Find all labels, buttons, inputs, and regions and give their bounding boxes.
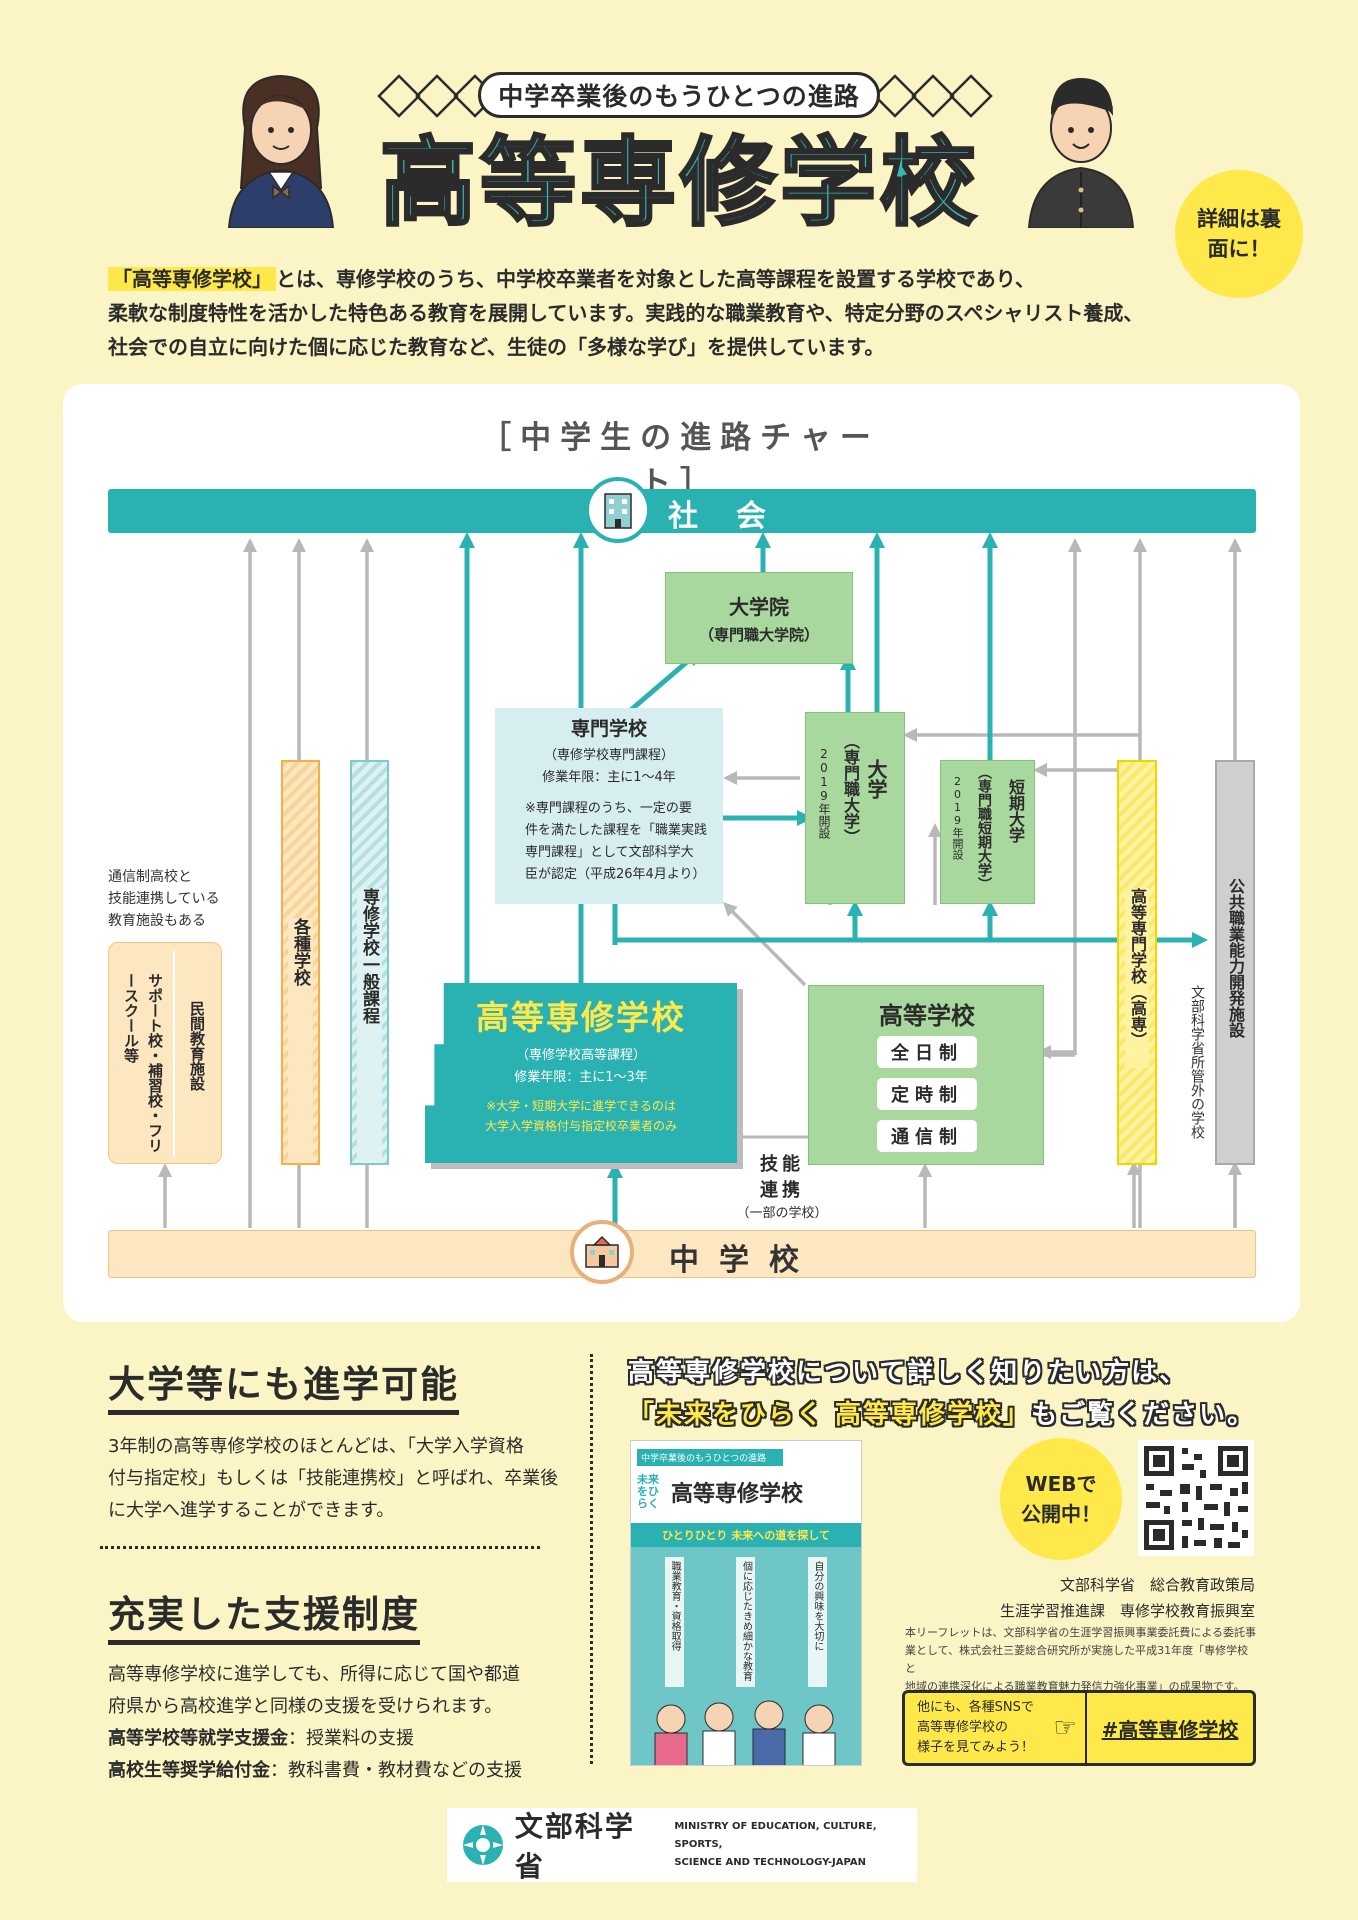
- university-section: 大学等にも進学可能 3年制の高等専修学校のほとんどは、「大学入学資格 付与指定校…: [108, 1354, 568, 1527]
- skill-link-label: 技能 連携 （一部の学校）: [736, 1154, 828, 1221]
- subtitle: 中学卒業後のもうひとつの進路: [478, 72, 880, 118]
- mext-other-label: 文部科学省所管外の学校: [1189, 985, 1205, 1139]
- intro-line-1: とは、専修学校のうち、中学校卒業者を対象とした高等課程を設置する学校であり、: [276, 267, 1035, 291]
- support-note: 通信制高校と 技能連携している 教育施設もある: [108, 869, 220, 929]
- credits: 文部科学省 総合教育政策局 生涯学習推進課 専修学校教育振興室: [999, 1576, 1255, 1620]
- full-time-pill: 全日制: [877, 1036, 977, 1068]
- chart-title: ［中学生の進路チャート］: [480, 420, 880, 501]
- section1-title: 大学等にも進学可能: [108, 1354, 459, 1415]
- part-time-pill: 定時制: [877, 1078, 977, 1110]
- society-bar: 社会: [108, 489, 1256, 534]
- booklet-cover-image: 中学卒業後のもうひとつの進路 未来をひらく 高等専修学校 ひとりひとり 未来への…: [630, 1440, 862, 1766]
- kosen-bar: 高等専門学校（高専）: [1117, 760, 1157, 1165]
- sns-box: 他にも、各種SNSで 高等専修学校の 様子を見てみよう！ ☞ #高等専修学校: [902, 1690, 1256, 1766]
- building-icon: [585, 477, 651, 543]
- koutou-senshu-box: 高等専修学校 （専修学校高等課程） 修業年限：主に1〜3年 ※大学・短期大学に進…: [425, 983, 743, 1169]
- section2-title: 充実した支援制度: [108, 1584, 420, 1645]
- pointing-hand-icon: ☞: [1053, 1713, 1077, 1743]
- misc-school-bar: 各種学校: [281, 760, 320, 1165]
- leaflet-note: 本リーフレットは、文部科学省の生涯学習振興事業委託費による委託事 業として、株式…: [905, 1626, 1257, 1693]
- public-training-bar: 公共職業能力開発施設: [1215, 760, 1255, 1165]
- support-school-box: サポート校・補習校・フリースクール等 民間教育施設: [108, 942, 222, 1164]
- university-box: 大学 （専門職大学） 2019年開設: [805, 712, 905, 904]
- high-school-box: 高等学校 全日制 定時制 通信制: [808, 985, 1044, 1165]
- web-badge: WEBで公開中！: [1000, 1438, 1122, 1560]
- chart-arrows: [158, 531, 1242, 1228]
- hashtag: #高等専修学校: [1085, 1693, 1253, 1763]
- graduate-school-box: 大学院 （専門職大学院）: [665, 572, 853, 664]
- school-icon: [570, 1220, 634, 1284]
- ministry-logo: 文部科学省 MINISTRY OF EDUCATION, CULTURE, SP…: [447, 1808, 917, 1883]
- student-girl-illustration: [227, 74, 335, 228]
- correspondence-pill: 通信制: [877, 1120, 977, 1152]
- more-info-heading: 高等専修学校について詳しく知りたい方は、 「未来をひらく 高等専修学校」もご覧く…: [628, 1358, 1256, 1430]
- intro-text: 「高等専修学校」とは、専修学校のうち、中学校卒業者を対象とした高等課程を設置する…: [108, 262, 1258, 364]
- intro-line-3: 社会での自立に向けた個に応じた教育など、生徒の「多様な学び」を提供しています。: [108, 335, 885, 359]
- intro-highlight: 「高等専修学校」: [108, 267, 276, 291]
- details-on-back-badge: 詳細は裏面に！: [1175, 170, 1303, 298]
- support-section: 充実した支援制度 高等専修学校に進学しても、所得に応じて国や都道 府県から高校進…: [108, 1584, 568, 1787]
- student-boy-illustration: [1027, 78, 1135, 228]
- vocational-school-box: 専門学校 （専修学校専門課程） 修業年限：主に1〜4年 ※専門課程のうち、一定の…: [495, 708, 723, 904]
- vertical-dotted-divider: [590, 1354, 593, 1764]
- page-title: 高等専修学校: [379, 127, 980, 240]
- mext-emblem-icon: [463, 1825, 503, 1865]
- general-course-bar: 専修学校一般課程: [350, 760, 389, 1165]
- qr-code-image: [1138, 1440, 1254, 1556]
- dotted-divider: [100, 1546, 540, 1549]
- junior-college-box: 短期大学 （専門職短期大学） 2019年開設: [940, 760, 1035, 904]
- middle-school-bar: 中学校: [108, 1230, 1256, 1278]
- intro-line-2: 柔軟な制度特性を活かした特色ある教育を展開しています。実践的な職業教育や、特定分…: [108, 301, 1144, 325]
